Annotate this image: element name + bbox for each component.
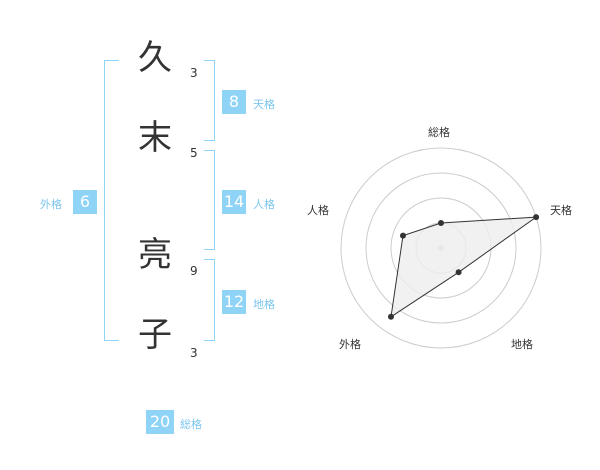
radar-grid-ring xyxy=(340,147,542,349)
radar-point-0 xyxy=(438,220,444,226)
jinkaku-label: 人格 xyxy=(253,198,275,211)
stroke-count-4: 3 xyxy=(190,346,198,360)
radar-axis-label-jinkaku: 人格 xyxy=(307,204,329,217)
radar-grid-ring xyxy=(365,172,517,324)
name-char-2: 末 xyxy=(138,118,172,158)
radar-point-4 xyxy=(400,232,406,239)
jinkaku-bracket xyxy=(204,150,215,250)
radar-point-2 xyxy=(455,269,462,276)
radar-point-3 xyxy=(388,313,394,320)
chikaku-value: 12 xyxy=(222,290,246,314)
stroke-count-2: 5 xyxy=(190,146,198,160)
soukaku-label: 総格 xyxy=(180,418,202,431)
gaikaku-label: 外格 xyxy=(40,198,62,211)
radar-axis-label-soukaku: 総格 xyxy=(428,126,450,139)
stroke-count-3: 9 xyxy=(190,264,198,278)
name-char-3: 亮 xyxy=(138,235,172,275)
name-char-1: 久 xyxy=(138,38,172,78)
radar-point-1 xyxy=(533,214,540,221)
tenkaku-value: 8 xyxy=(222,90,246,114)
jinkaku-value: 14 xyxy=(222,190,246,214)
radar-axis-label-gaikaku: 外格 xyxy=(339,338,361,351)
soukaku-value: 20 xyxy=(146,410,174,434)
gaikaku-value: 6 xyxy=(73,190,97,214)
chikaku-label: 地格 xyxy=(253,298,275,311)
radar-data-area xyxy=(390,216,538,318)
radar-axis-label-tenkaku: 天格 xyxy=(550,204,572,217)
chikaku-bracket xyxy=(204,259,215,341)
tenkaku-label: 天格 xyxy=(253,98,275,111)
radar-axis-label-chikaku: 地格 xyxy=(511,338,533,351)
name-char-4: 子 xyxy=(138,315,172,355)
tenkaku-bracket xyxy=(204,60,215,141)
stroke-count-1: 3 xyxy=(190,66,198,80)
gaikaku-bracket xyxy=(104,60,119,341)
